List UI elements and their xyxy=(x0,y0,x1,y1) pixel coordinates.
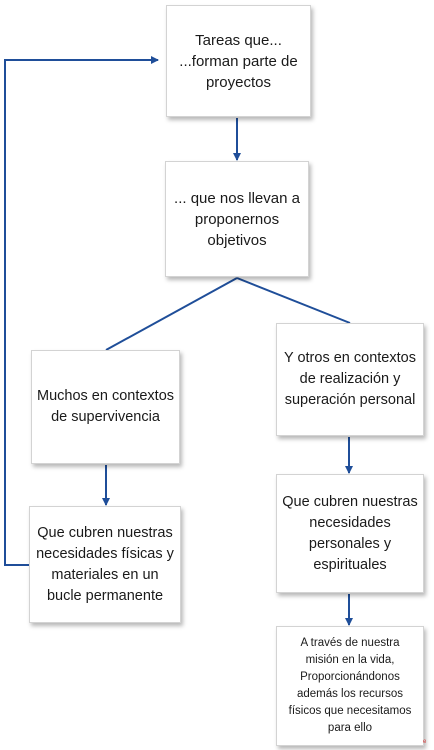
node-mision-text: A través de nuestra misión en la vida, P… xyxy=(288,637,412,734)
node-supervivencia-text: Muchos en contextos de supervivencia xyxy=(36,388,175,425)
node-mision: A través de nuestra misión en la vida, P… xyxy=(276,626,424,746)
corner-mark: e xyxy=(423,739,427,745)
node-supervivencia: Muchos en contextos de supervivencia xyxy=(31,350,180,464)
node-tareas: Tareas que... ...forman parte de proyect… xyxy=(166,5,311,117)
feedback-loop-arrow xyxy=(4,56,159,566)
node-necesidades-personales-text: Que cubren nuestras necesidades personal… xyxy=(282,493,418,573)
line-objetivos-to-realizacion xyxy=(236,277,351,324)
node-necesidades-personales: Que cubren nuestras necesidades personal… xyxy=(276,474,424,593)
node-necesidades-fisicas-text: Que cubren nuestras necesidades físicas … xyxy=(36,524,174,604)
node-tareas-text: Tareas que... ...forman parte de proyect… xyxy=(179,31,298,91)
node-realizacion-text: Y otros en contextos de realización y su… xyxy=(284,350,416,408)
node-realizacion: Y otros en contextos de realización y su… xyxy=(276,323,424,436)
node-necesidades-fisicas: Que cubren nuestras necesidades físicas … xyxy=(29,506,181,623)
node-objetivos-text: ... que nos llevan a proponernos objetiv… xyxy=(174,189,300,249)
node-objetivos: ... que nos llevan a proponernos objetiv… xyxy=(165,161,309,277)
line-objetivos-to-supervivencia xyxy=(105,277,238,351)
